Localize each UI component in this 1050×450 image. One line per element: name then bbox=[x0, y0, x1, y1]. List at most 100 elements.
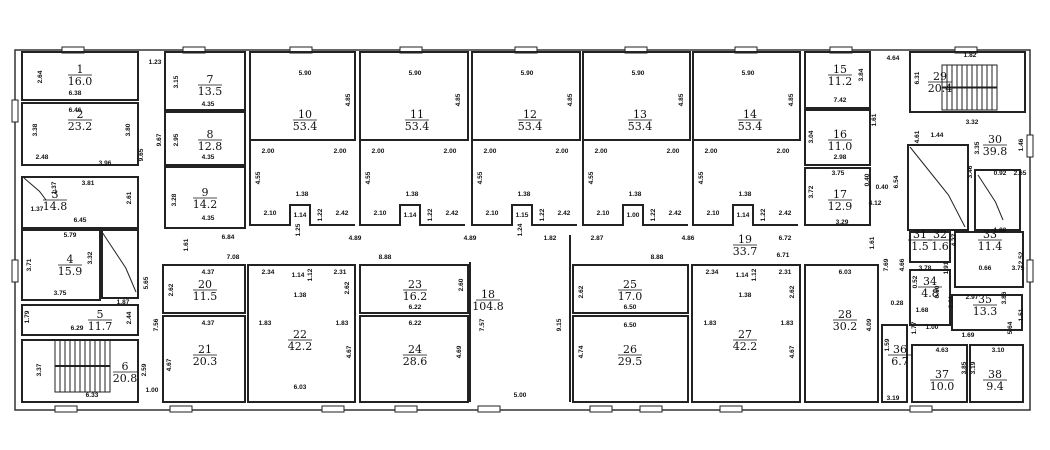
window bbox=[909, 405, 933, 413]
dimension-label: 0.66 bbox=[979, 265, 992, 272]
dimension-label: 2.10 bbox=[597, 210, 610, 217]
room-wall bbox=[471, 51, 581, 141]
dimension-label: 2.00 bbox=[777, 148, 790, 155]
dimension-label: 6.50 bbox=[624, 304, 637, 311]
room-wall bbox=[907, 144, 969, 231]
dimension-label: 1.24 bbox=[517, 223, 524, 236]
room-number: 2 bbox=[77, 108, 84, 121]
window bbox=[719, 405, 743, 413]
dimension-label: 1.38 bbox=[294, 292, 307, 299]
dimension-label: 1.15 bbox=[516, 212, 529, 219]
dimension-label: 4.74 bbox=[578, 345, 585, 358]
room-number: 32 bbox=[933, 228, 947, 241]
room-number: 37 bbox=[935, 368, 949, 381]
room-number: 4 bbox=[67, 253, 74, 266]
dimension-label: 2.42 bbox=[669, 210, 682, 217]
room-area: 6.7 bbox=[891, 355, 909, 368]
dimension-label: 1.00 bbox=[146, 387, 159, 394]
dimension-label: 1.51 bbox=[1018, 308, 1025, 321]
dimension-label: 3.28 bbox=[171, 193, 178, 206]
shaft-diagonal-icon bbox=[101, 231, 137, 293]
dimension-label: 1.46 bbox=[1018, 138, 1025, 151]
room-number: 7 bbox=[207, 73, 214, 86]
dimension-label: 2.34 bbox=[706, 269, 719, 276]
dimension-label: 4.55 bbox=[477, 171, 484, 184]
room-area: 12.9 bbox=[828, 200, 853, 213]
dimension-label: 5.64 bbox=[1007, 321, 1014, 334]
dimension-label: 4.85 bbox=[345, 93, 352, 106]
room-wall bbox=[21, 102, 139, 166]
room-number: 33 bbox=[983, 228, 997, 241]
dimension-label: 2.10 bbox=[264, 210, 277, 217]
dimension-label: 4.35 bbox=[202, 215, 215, 222]
window bbox=[1026, 259, 1034, 283]
room-wall bbox=[804, 51, 871, 109]
room-area: 11.0 bbox=[828, 140, 853, 153]
dimension-label: 4.37 bbox=[202, 269, 215, 276]
window bbox=[321, 405, 345, 413]
dimension-label: 2.98 bbox=[834, 154, 847, 161]
room-area: 42.2 bbox=[288, 340, 313, 353]
room-area: 20.4 bbox=[928, 82, 953, 95]
room-number: 19 bbox=[738, 233, 752, 246]
dimension-label: 0.40 bbox=[876, 184, 889, 191]
dimension-label: 3.10 bbox=[992, 347, 1005, 354]
room-area: 14.8 bbox=[43, 200, 68, 213]
room-wall bbox=[804, 167, 871, 226]
dimension-label: 2.10 bbox=[707, 210, 720, 217]
dimension-label: 4.27 bbox=[951, 233, 958, 246]
dimension-label: 4.12 bbox=[869, 200, 882, 207]
room-number: 34 bbox=[923, 275, 937, 288]
room-wall bbox=[572, 264, 689, 314]
window bbox=[169, 405, 193, 413]
room-number: 24 bbox=[408, 343, 422, 356]
room-wall bbox=[21, 304, 139, 336]
dimension-label: 6.31 bbox=[914, 71, 921, 84]
dimension-label: 5.90 bbox=[742, 70, 755, 77]
room-area: 11.5 bbox=[193, 290, 218, 303]
dimension-label: 1.37 bbox=[51, 181, 58, 194]
room-wall bbox=[691, 264, 801, 403]
room-number: 22 bbox=[293, 328, 307, 341]
room-area: 53.4 bbox=[518, 120, 543, 133]
dimension-label: 2.48 bbox=[36, 154, 49, 161]
dimension-label: 2.42 bbox=[336, 210, 349, 217]
room-number: 11 bbox=[410, 108, 424, 121]
dimension-label: 3.96 bbox=[99, 160, 112, 167]
dimension-label: 3.29 bbox=[836, 219, 849, 226]
room-area: 9.4 bbox=[986, 380, 1004, 393]
dimension-label: 1.61 bbox=[869, 236, 876, 249]
dimension-label: 6.84 bbox=[222, 234, 235, 241]
room-number: 30 bbox=[988, 133, 1002, 146]
room-area: 13.5 bbox=[198, 85, 223, 98]
room-number: 1 bbox=[77, 63, 84, 76]
room-area: 53.4 bbox=[405, 120, 430, 133]
dimension-label: 6.54 bbox=[893, 175, 900, 188]
room-area: 11.2 bbox=[828, 75, 853, 88]
dimension-label: 4.85 bbox=[788, 93, 795, 106]
room-area: 11.7 bbox=[88, 320, 113, 333]
dimension-label: 3.32 bbox=[87, 251, 94, 264]
dimension-label: 2.95 bbox=[173, 133, 180, 146]
room-area: 28.6 bbox=[403, 355, 428, 368]
room-area: 23.2 bbox=[68, 120, 93, 133]
room-number: 16 bbox=[833, 128, 847, 141]
dimension-label: 6.45 bbox=[74, 217, 87, 224]
room-wall bbox=[804, 264, 879, 403]
dimension-label: 6.29 bbox=[71, 325, 84, 332]
dimension-label: 2.62 bbox=[578, 285, 585, 298]
dimension-label: 1.77 bbox=[911, 321, 918, 334]
room-wall bbox=[21, 229, 101, 301]
dimension-label: 5.90 bbox=[632, 70, 645, 77]
dimension-label: 1.38 bbox=[406, 191, 419, 198]
room-area: 14.2 bbox=[193, 198, 218, 211]
room-area: 10.0 bbox=[930, 380, 955, 393]
room-number: 28 bbox=[838, 308, 852, 321]
dimension-label: 4.37 bbox=[202, 320, 215, 327]
dimension-label: 4.89 bbox=[349, 235, 362, 242]
